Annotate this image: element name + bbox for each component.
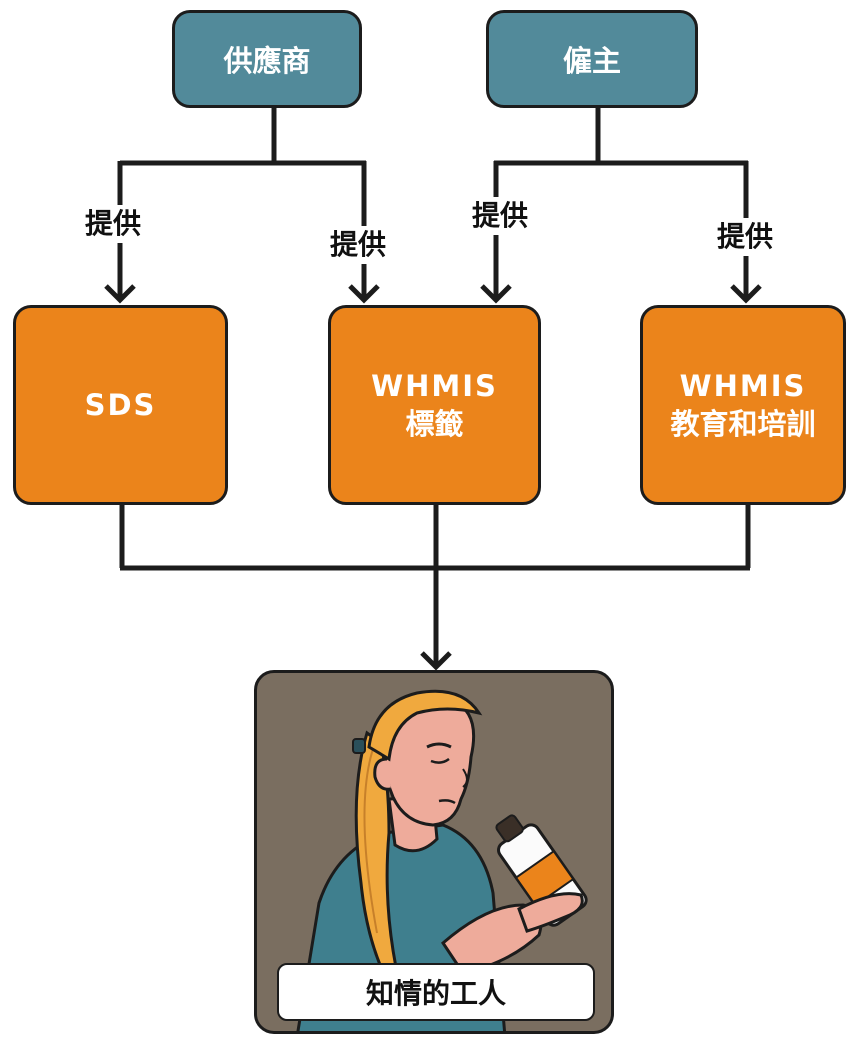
whmis-training-subtitle: 教育和培訓 xyxy=(670,407,816,441)
employer-connector xyxy=(493,106,749,300)
supplier-connector xyxy=(117,106,367,300)
sds-box: SDS xyxy=(13,305,228,505)
edge-label-employer-label: 提供 xyxy=(469,197,532,235)
informed-worker-caption: 知情的工人 xyxy=(277,963,595,1021)
edge-label-supplier-sds: 提供 xyxy=(82,205,145,243)
whmis-label-box: WHMIS 標籤 xyxy=(328,305,541,505)
whmis-label-title: WHMIS xyxy=(371,369,498,403)
arrow-down-icon xyxy=(104,284,136,304)
sds-title: SDS xyxy=(84,388,157,422)
arrow-down-icon xyxy=(480,284,512,304)
whmis-training-box: WHMIS 教育和培訓 xyxy=(640,305,846,505)
informed-worker-label: 知情的工人 xyxy=(365,977,506,1010)
merge-connector xyxy=(119,504,751,667)
whmis-training-title: WHMIS xyxy=(679,369,807,403)
supplier-label: 供應商 xyxy=(223,44,311,78)
arrow-down-icon xyxy=(420,651,452,671)
arrow-down-icon xyxy=(348,284,380,304)
supplier-box: 供應商 xyxy=(172,10,362,108)
whmis-label-subtitle: 標籤 xyxy=(405,407,464,441)
edge-label-supplier-label: 提供 xyxy=(327,226,390,264)
employer-label: 僱主 xyxy=(562,44,621,78)
arrow-down-icon xyxy=(730,284,762,304)
informed-worker-panel: 知情的工人 xyxy=(254,670,614,1034)
employer-box: 僱主 xyxy=(486,10,698,108)
edge-label-employer-training: 提供 xyxy=(714,218,777,256)
